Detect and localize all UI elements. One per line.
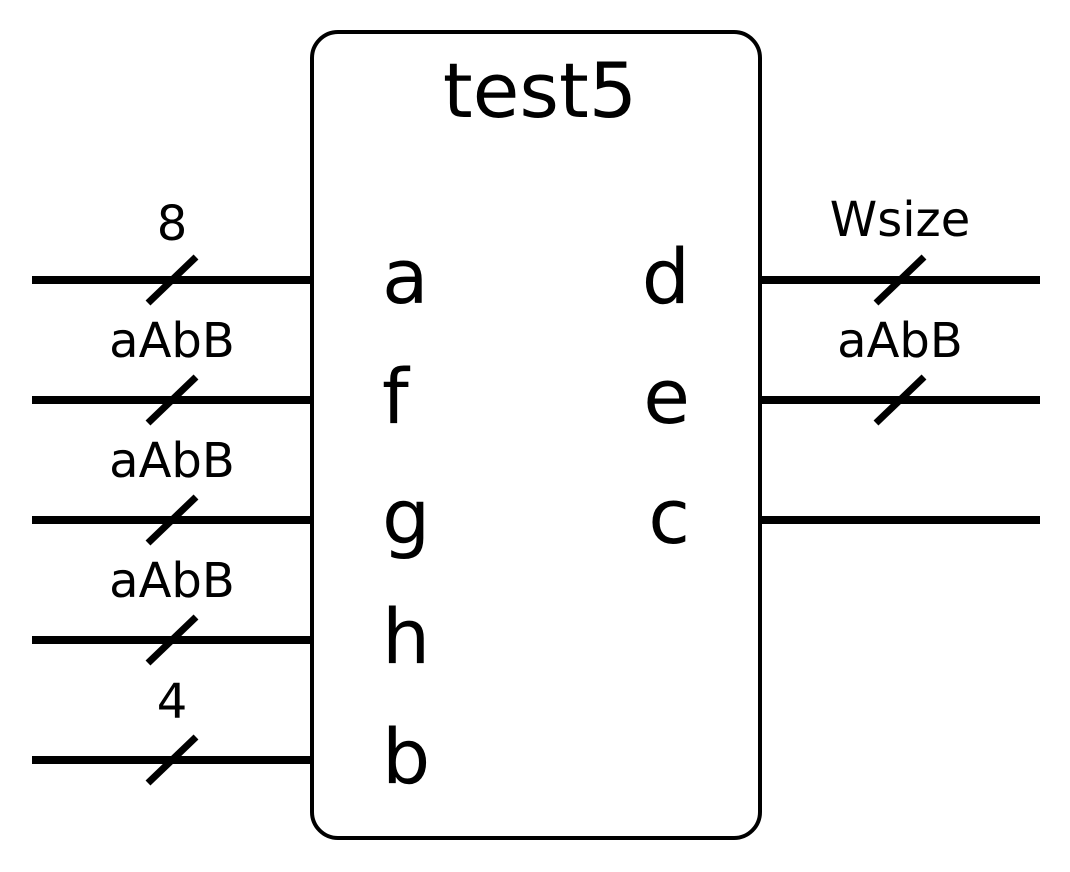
input-port-h: aAbB h [32, 553, 430, 681]
bus-width-b: 4 [157, 674, 188, 730]
module-block [310, 30, 762, 840]
port-label-d: d [642, 232, 690, 321]
bus-width-d: Wsize [830, 192, 971, 248]
output-port-e: aAbB e [643, 313, 1040, 441]
bus-width-h: aAbB [109, 553, 235, 609]
bus-width-g: aAbB [109, 433, 235, 489]
bus-slash-e [873, 374, 927, 426]
bus-slash-g [145, 494, 199, 546]
input-port-b: 4 b [32, 674, 430, 801]
input-port-a: 8 a [32, 196, 429, 321]
bus-width-e: aAbB [837, 313, 963, 369]
port-label-g: g [382, 472, 430, 561]
port-label-c: c [648, 472, 690, 561]
bus-width-f: aAbB [109, 313, 235, 369]
port-label-e: e [643, 352, 690, 441]
output-port-c: c [648, 472, 1040, 561]
input-port-g: aAbB g [32, 433, 430, 561]
port-label-f: f [382, 352, 411, 441]
port-label-b: b [382, 712, 430, 801]
bus-slash-h [145, 614, 199, 666]
module-title: test5 [443, 46, 637, 135]
bus-slash-d [873, 254, 927, 306]
port-label-h: h [382, 592, 430, 681]
bus-width-a: 8 [157, 196, 188, 252]
bus-slash-f [145, 374, 199, 426]
output-port-d: Wsize d [642, 192, 1040, 321]
bus-slash-a [145, 254, 199, 306]
bus-slash-b [145, 734, 199, 786]
input-port-f: aAbB f [32, 313, 411, 441]
port-label-a: a [382, 232, 429, 321]
